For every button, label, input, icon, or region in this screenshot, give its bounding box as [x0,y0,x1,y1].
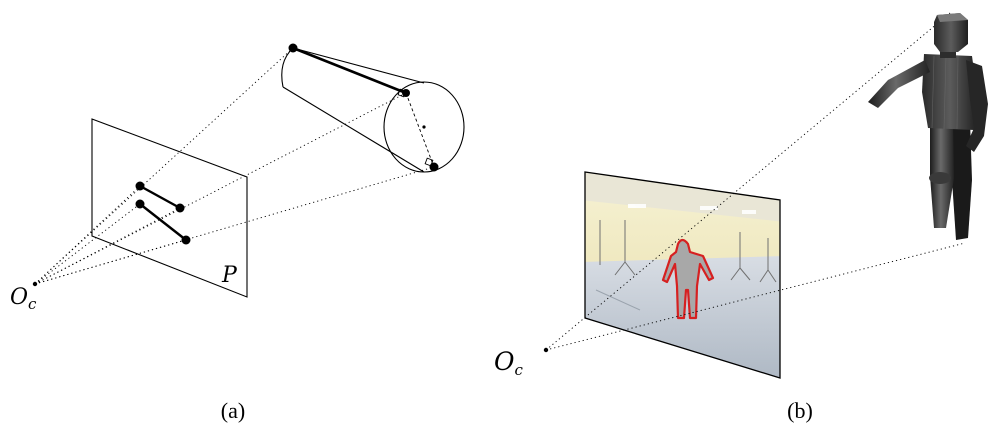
panel-a: Oc P (a) [10,43,465,423]
cylinder-bottom-edge [282,86,425,173]
cylinder-axis-line [292,46,407,95]
endpoints [135,43,439,245]
caption-a: (a) [221,398,245,423]
cylinder-back-arc [281,47,294,88]
projection-rays [34,47,435,285]
cylinder-front-ellipse [383,81,465,173]
cylinder [281,46,465,173]
camera-label-b: Oc [494,347,524,379]
camera-label-a: Oc [10,285,37,313]
image-segments [139,184,187,241]
right-angle-marker-bottom [424,157,434,167]
camera-image [584,171,781,379]
caption-b: (b) [787,398,813,423]
cylinder-diameter [405,92,435,168]
cylinder-top-edge [292,47,425,84]
person-silhouette [661,238,715,320]
camera-center-a [32,281,38,287]
image-plane [91,118,248,298]
projection-rays-b [545,12,966,351]
panel-b: Oc (b) [494,12,988,423]
camera-center-b [543,347,549,353]
body-model [868,13,988,240]
plane-label: P [221,263,238,288]
cylinder-center-dot [422,125,426,129]
